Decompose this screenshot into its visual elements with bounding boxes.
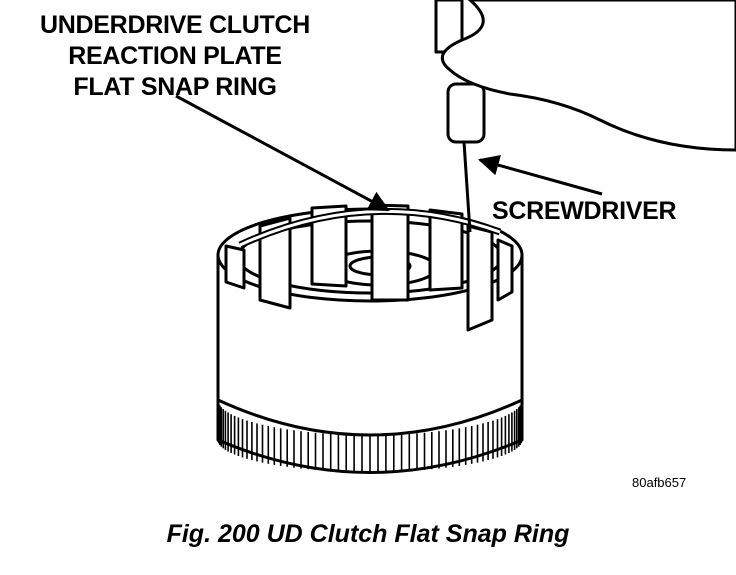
callout-line-3: FLAT SNAP RING bbox=[73, 73, 277, 101]
hand bbox=[440, 0, 736, 152]
rim-tab bbox=[466, 224, 494, 332]
rim-tab bbox=[258, 216, 292, 310]
callout-line-2: REACTION PLATE bbox=[68, 42, 282, 70]
rim-tab bbox=[370, 203, 410, 302]
snap-ring-callout: UNDERDRIVE CLUTCH REACTION PLATE FLAT SN… bbox=[10, 10, 340, 103]
screwdriver-callout: SCREWDRIVER bbox=[492, 197, 677, 225]
snap-ring-leader bbox=[175, 94, 390, 212]
figure-caption: Fig. 200 UD Clutch Flat Snap Ring bbox=[166, 520, 570, 548]
gear-teeth bbox=[217, 401, 523, 472]
screwdriver-leader bbox=[477, 154, 603, 196]
rim-tab bbox=[310, 204, 348, 288]
rim-tab bbox=[428, 208, 464, 292]
rim-tab bbox=[496, 238, 514, 302]
callout-line-1: UNDERDRIVE CLUTCH bbox=[40, 11, 310, 39]
rim-tab bbox=[224, 244, 246, 290]
figure-id: 80afb657 bbox=[632, 475, 687, 490]
